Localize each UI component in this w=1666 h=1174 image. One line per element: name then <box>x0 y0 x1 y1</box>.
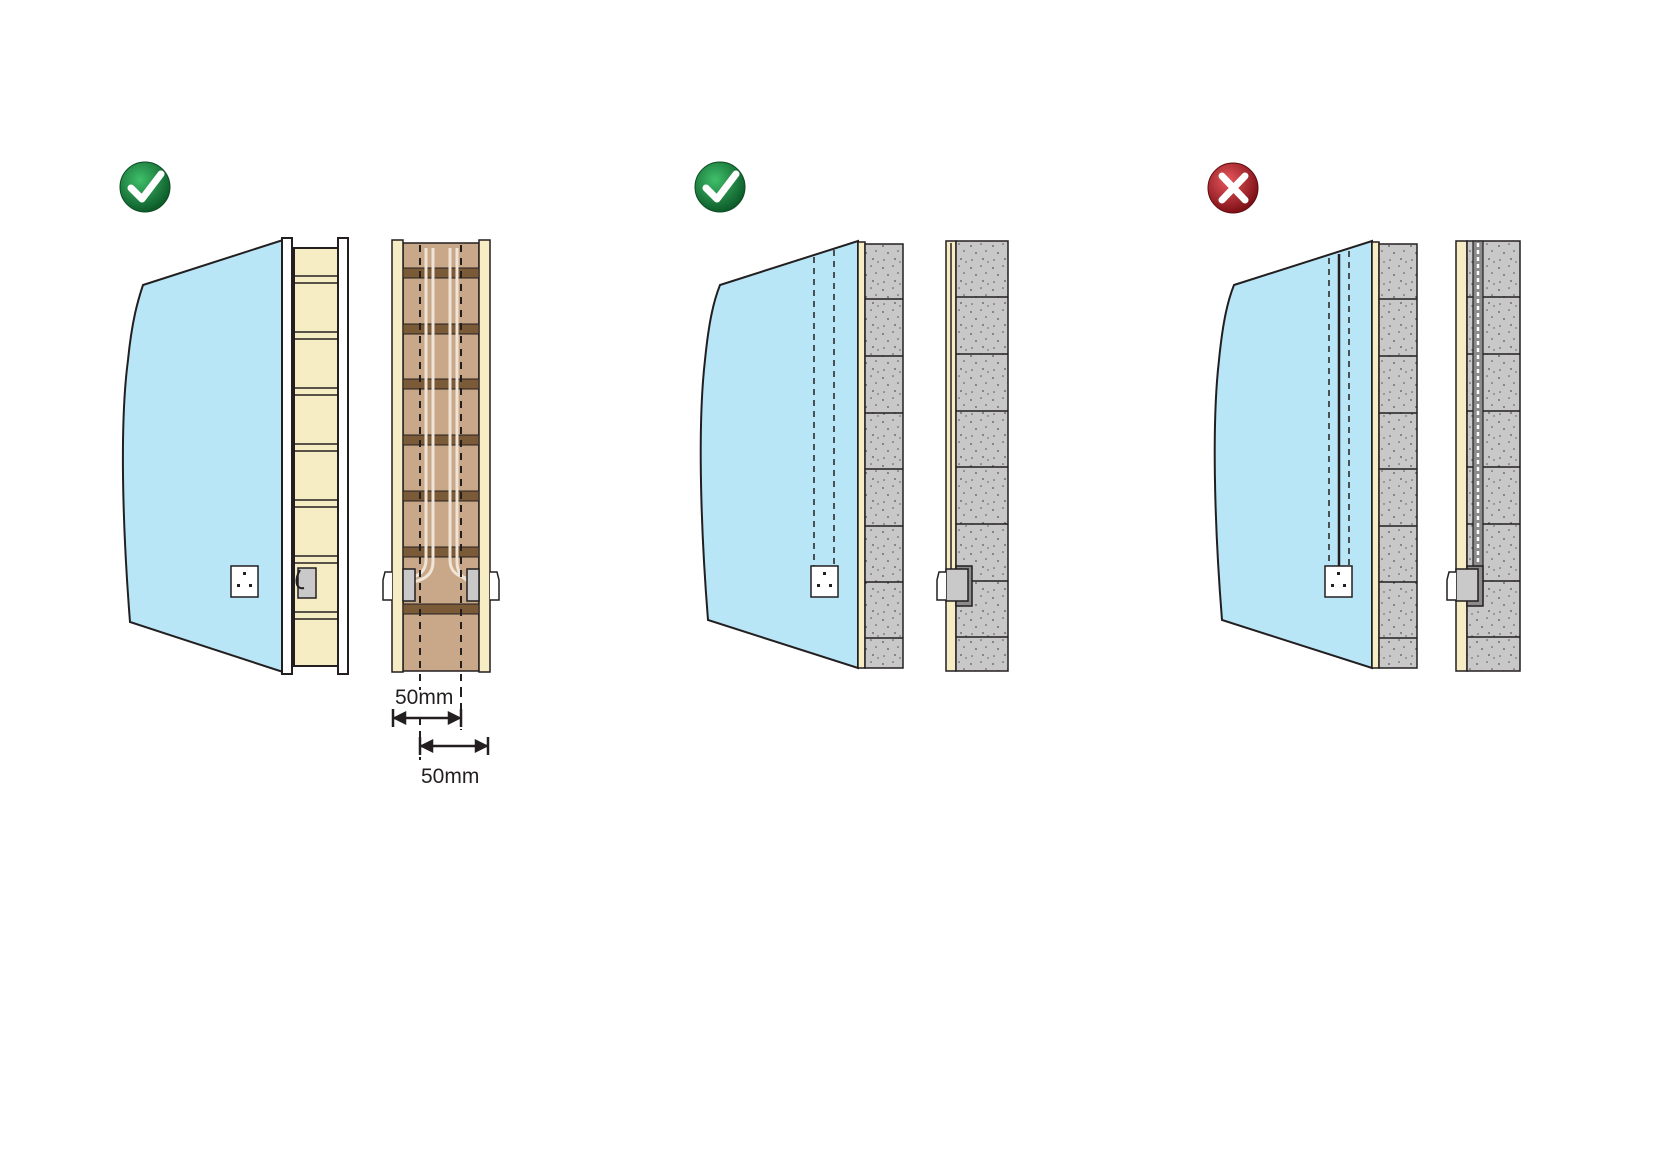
panel-stud-wall: 50mm 50mm <box>119 161 500 788</box>
dimension-label-upper: 50mm <box>395 686 453 709</box>
cable-stub <box>295 569 305 590</box>
noggin-lines <box>294 275 338 620</box>
dimension-upper <box>391 709 463 727</box>
board-edge <box>281 237 293 675</box>
dimension-lower <box>418 737 490 755</box>
stud-frame <box>293 247 339 667</box>
block-joints <box>865 298 903 639</box>
plasterboard-face <box>121 238 284 674</box>
socket-outlet <box>230 565 259 598</box>
stud-edge <box>337 237 349 675</box>
panel-solid-wall-correct <box>694 161 1009 672</box>
stud-wall-section <box>382 239 500 760</box>
dimension-label-lower: 50mm <box>421 765 479 788</box>
cross-badge-icon <box>1207 162 1259 214</box>
block-joints <box>1379 298 1417 639</box>
solid-wall-section-wrong <box>1446 240 1521 672</box>
back-box <box>297 567 317 599</box>
solid-wall-section <box>936 240 1009 672</box>
socket-outlet <box>810 565 839 598</box>
board-edge <box>1371 241 1380 669</box>
panel-solid-wall-wrong <box>1207 162 1521 672</box>
plasterboard-face <box>1213 239 1373 670</box>
socket-outlet <box>1324 565 1353 598</box>
board-edge <box>857 241 866 669</box>
blockwork-face <box>864 243 904 669</box>
cable-route-dashed <box>813 250 835 567</box>
check-badge-icon <box>119 161 171 213</box>
check-badge-icon <box>694 161 746 213</box>
cable-route-dashed <box>1328 251 1350 567</box>
plasterboard-face <box>699 239 859 670</box>
blockwork-face <box>1378 243 1418 669</box>
